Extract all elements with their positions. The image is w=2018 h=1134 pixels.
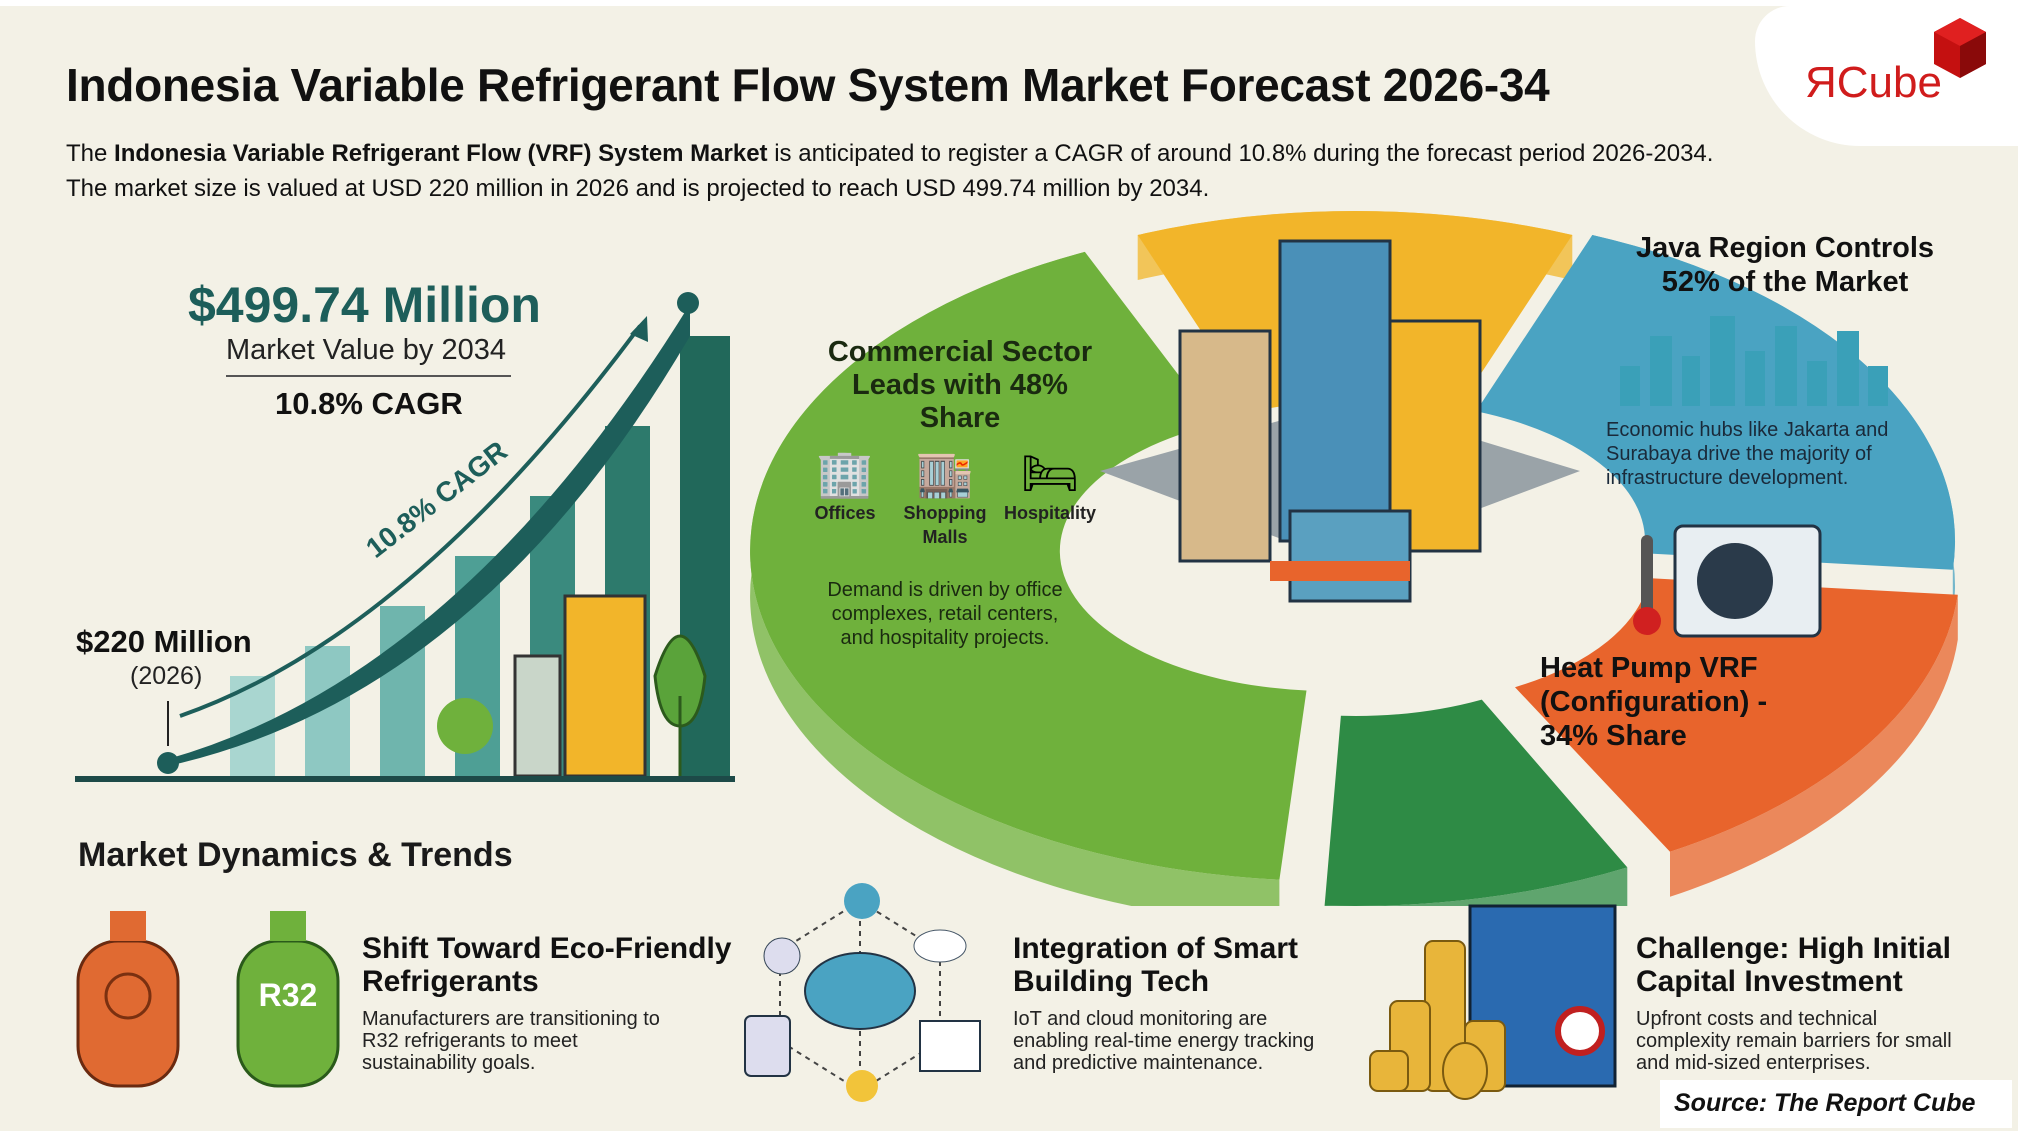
- description: The Indonesia Variable Refrigerant Flow …: [66, 136, 1746, 206]
- hospitality: 🛏Hospitality: [1000, 446, 1100, 549]
- segment-heatpump: [1515, 578, 1958, 852]
- page-title: Indonesia Variable Refrigerant Flow Syst…: [66, 59, 1550, 111]
- commercial-icons: 🏢Offices 🏬Shopping Malls 🛏Hospitality: [800, 446, 1100, 549]
- desc-bold: Indonesia Variable Refrigerant Flow (VRF…: [114, 140, 768, 167]
- trend-title-1: Shift Toward Eco-Friendly Refrigerants: [362, 932, 732, 998]
- trends-heading: Market Dynamics & Trends: [78, 836, 513, 874]
- office-icon: 🏢: [816, 447, 874, 499]
- trend-title-2: Integration of Smart Building Tech: [1013, 932, 1299, 998]
- trend-arrow: [179, 324, 642, 718]
- city-buildings-illustration: [1100, 239, 1580, 603]
- desc-rest: is anticipated to register a CAGR of aro…: [66, 140, 1714, 202]
- commercial-text: Demand is driven by office complexes, re…: [827, 579, 1063, 649]
- commercial-title: Commercial Sector Leads with 48% Share: [827, 336, 1093, 434]
- segment-bottom: [1324, 699, 1628, 906]
- trend-title-3: Challenge: High Initial Capital Investme…: [1636, 932, 1952, 998]
- end-value: $499.74 Million: [188, 277, 541, 333]
- segment-heatpump-side: [1670, 594, 1958, 897]
- start-year: (2026): [130, 662, 203, 690]
- tree-icon: [437, 698, 493, 754]
- logo: [1755, 6, 2018, 146]
- tree-icon: [653, 634, 707, 776]
- start-value: $220 Million: [76, 624, 252, 659]
- source-note: Source: The Report Cube: [1660, 1080, 2012, 1128]
- java-text: Economic hubs like Jakarta and Surabaya …: [1606, 419, 1889, 489]
- hotel-icon: 🛏: [1020, 447, 1080, 499]
- building-icon: [563, 594, 647, 778]
- cube-icon: [1934, 18, 1986, 78]
- trend-text-1: Manufacturers are transitioning to R32 r…: [362, 1008, 660, 1074]
- infographic: Indonesia Variable Refrigerant Flow Syst…: [0, 6, 2018, 1131]
- segment-bottom-side: [1324, 867, 1628, 906]
- segment-commercial: [750, 251, 1307, 880]
- baseline: [75, 776, 735, 782]
- cagr-label: 10.8% CAGR: [275, 386, 463, 421]
- java-title: Java Region Controls 52% of the Market: [1635, 232, 1935, 298]
- ac-unit-icon: [1633, 524, 1822, 638]
- growth-illustration: [75, 292, 735, 782]
- logo-text: ЯCube: [1805, 58, 1942, 107]
- skyline-icon: [1620, 316, 1888, 406]
- smart-building-network-icon: [744, 883, 981, 1102]
- trend-text-2: IoT and cloud monitoring are enabling re…: [1013, 1008, 1315, 1074]
- r32-badge: R32: [259, 977, 318, 1013]
- refrigerant-cylinders-icon: R32: [76, 911, 340, 1088]
- heatpump-title: Heat Pump VRF (Configuration) - 34% Shar…: [1540, 652, 1768, 752]
- coins-blueprint-icon: [1369, 904, 1617, 1100]
- mall-icon: 🏬: [916, 447, 974, 499]
- trend-text-3: Upfront costs and technical complexity r…: [1636, 1008, 1952, 1074]
- divider: [226, 375, 511, 377]
- shopping-malls: 🏬Shopping Malls: [900, 446, 990, 549]
- offices: 🏢Offices: [800, 446, 890, 549]
- desc-prefix: The: [66, 140, 115, 167]
- end-label: Market Value by 2034: [226, 334, 506, 366]
